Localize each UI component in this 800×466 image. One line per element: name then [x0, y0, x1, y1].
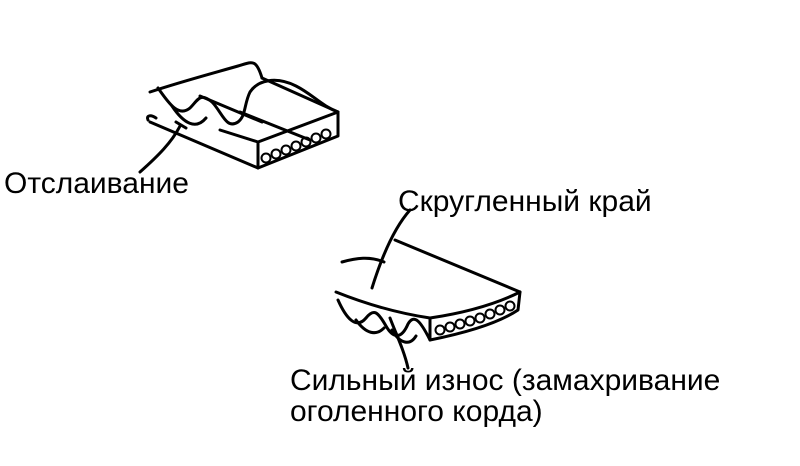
leader-peeling-tick [174, 120, 188, 130]
belt-bottom-frayed-edge [336, 298, 432, 342]
belt-bottom-frayed-strand [354, 318, 386, 335]
label-rounded-edge: Скругленный край [398, 186, 652, 217]
belt-top-bottom-edge-back [146, 114, 158, 122]
leader-peeling [138, 124, 182, 174]
leader-severe-wear [388, 316, 410, 370]
belt-bottom-rounded-edge [428, 290, 522, 320]
belt-top-bottom-edge [148, 120, 260, 170]
belt-top-illustration [138, 61, 340, 174]
belt-bottom-top-front-edge [334, 290, 432, 320]
leader-rounded-edge [370, 208, 412, 290]
label-severe-wear-line2: оголенного корда) [290, 395, 543, 428]
label-peeling: Отслаивание [4, 168, 189, 199]
belt-top-peeled-layer [156, 78, 340, 126]
belt-top-back-edge [148, 61, 264, 94]
belt-bottom-illustration [334, 208, 522, 370]
belt-bottom-top-back-edge [393, 238, 522, 294]
belt-bottom-front-face [428, 290, 522, 342]
label-severe-wear: Сильный износ (замахривание оголенного к… [290, 365, 720, 427]
belt-top-cords [260, 128, 332, 164]
label-peeling-text: Отслаивание [4, 167, 189, 200]
label-rounded-edge-text: Скругленный край [398, 185, 652, 218]
belt-bottom-cords [434, 300, 516, 336]
belt-bottom-frayed-strand [390, 328, 418, 344]
belt-bottom-side-back-edge [340, 256, 386, 264]
belt-top-ridge-line [238, 110, 312, 142]
belt-top-peeled-under [170, 104, 208, 126]
label-severe-wear-line1: Сильный износ (замахривание [290, 364, 721, 397]
belt-top-front-face [256, 110, 340, 170]
